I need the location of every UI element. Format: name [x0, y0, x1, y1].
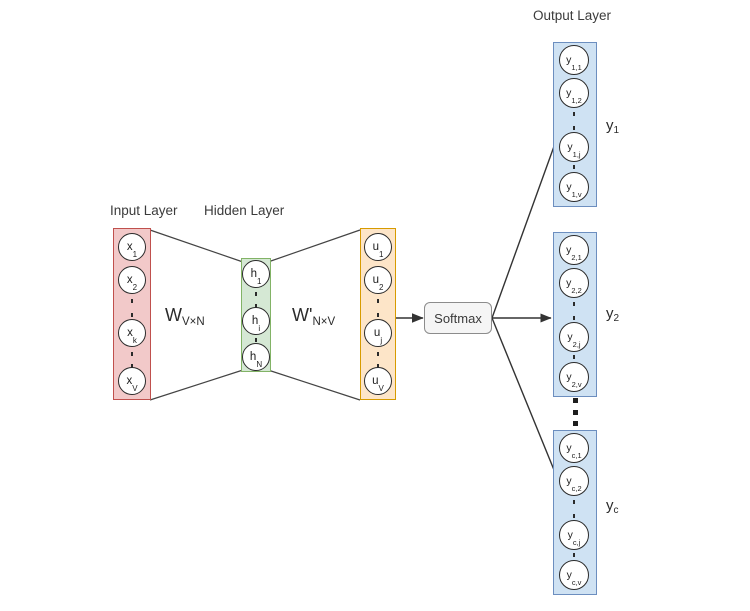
output-group-2-label: y2: [606, 305, 620, 324]
output-node-y1-v: y1,v: [559, 172, 589, 202]
output-node-yc-v: yc,v: [559, 560, 589, 590]
group-sub: 2: [613, 313, 620, 324]
weight-base: W: [165, 305, 182, 325]
node-base: x: [126, 375, 133, 388]
node-base: u: [372, 375, 379, 388]
output-node-y2-2: y2,2: [559, 268, 589, 298]
node-base: x: [127, 327, 133, 340]
context-node-uV: uV: [364, 367, 392, 395]
input-node-xV: xV: [118, 367, 146, 395]
context-node-u2: u2: [364, 266, 392, 294]
output-group-2-ellipsis-upper: [573, 302, 575, 320]
output-node-yc-1: yc,1: [559, 433, 589, 463]
node-base: u: [372, 241, 379, 254]
weight-label-w-nxv: W'N×V: [292, 305, 336, 328]
node-sub: 1: [378, 250, 384, 260]
hidden-node-hi: hi: [242, 307, 270, 335]
softmax-box[interactable]: Softmax: [424, 302, 492, 334]
node-sub: c,2: [571, 484, 582, 494]
input-ellipsis-upper: [131, 299, 133, 317]
hidden-layer-title: Hidden Layer: [204, 203, 285, 218]
node-sub: 1,1: [571, 63, 582, 73]
node-sub: 2,j: [572, 340, 581, 350]
group-sub: c: [613, 505, 619, 516]
node-base: y: [566, 244, 572, 257]
node-sub: N: [256, 360, 263, 370]
group-base: y: [606, 497, 614, 514]
output-groups-ellipsis: [572, 398, 578, 426]
context-node-uj: uj: [364, 319, 392, 347]
node-sub: 2: [378, 283, 384, 293]
node-base: y: [566, 569, 572, 582]
node-sub: k: [132, 336, 137, 346]
node-sub: 2,v: [571, 380, 582, 390]
node-base: y: [566, 277, 572, 290]
output-layer-title: Output Layer: [533, 8, 612, 23]
hidden-node-hN: hN: [242, 343, 270, 371]
node-base: y: [566, 87, 572, 100]
weight-label-w-vxn: WV×N: [165, 305, 205, 328]
hidden-node-h1: h1: [242, 260, 270, 288]
node-sub: c,1: [571, 451, 582, 461]
output-node-y1-1: y1,1: [559, 45, 589, 75]
output-node-y2-1: y2,1: [559, 235, 589, 265]
node-base: y: [567, 331, 573, 344]
node-base: y: [566, 475, 572, 488]
output-node-y1-j: y1,j: [559, 132, 589, 162]
output-group-3-ellipsis-upper: [573, 500, 575, 518]
weight-base: W': [292, 305, 313, 325]
node-sub: 1: [256, 277, 262, 287]
node-base: h: [249, 351, 257, 364]
node-base: y: [566, 181, 572, 194]
output-node-y2-v: y2,v: [559, 362, 589, 392]
output-node-y2-j: y2,j: [559, 322, 589, 352]
node-base: x: [126, 241, 133, 254]
node-base: y: [567, 141, 573, 154]
context-node-u1: u1: [364, 233, 392, 261]
input-node-x2: x2: [118, 266, 146, 294]
weight-sub: N×V: [312, 316, 336, 328]
node-sub: V: [132, 384, 138, 394]
node-base: h: [251, 315, 259, 328]
node-base: y: [566, 442, 572, 455]
node-sub: 2,1: [571, 253, 582, 263]
node-sub: 2,2: [571, 286, 582, 296]
node-sub: 1,2: [571, 96, 582, 106]
output-group-3-label: yc: [606, 497, 619, 516]
output-group-1-label: y1: [606, 117, 620, 136]
input-node-xk: xk: [118, 319, 146, 347]
node-sub: 1: [132, 250, 138, 260]
hidden-ellipsis-upper: [255, 292, 257, 308]
softmax-label: Softmax: [434, 310, 482, 326]
output-node-yc-j: yc,j: [559, 520, 589, 550]
node-base: y: [566, 54, 572, 67]
input-node-x1: x1: [118, 233, 146, 261]
output-node-y1-2: y1,2: [559, 78, 589, 108]
node-base: h: [250, 268, 257, 281]
node-sub: 1,j: [572, 150, 581, 160]
context-ellipsis-upper: [377, 299, 379, 317]
input-layer-title: Input Layer: [110, 203, 178, 218]
weight-sub: V×N: [182, 316, 205, 328]
output-group-1-ellipsis-upper: [573, 112, 575, 130]
input-ellipsis-lower: [131, 352, 133, 368]
node-base: x: [126, 274, 133, 287]
node-sub: 2: [132, 283, 138, 293]
output-node-yc-2: yc,2: [559, 466, 589, 496]
node-sub: c,j: [572, 538, 581, 548]
node-sub: V: [378, 384, 384, 394]
node-sub: i: [258, 324, 261, 334]
node-sub: c,v: [571, 578, 582, 588]
context-ellipsis-lower: [377, 352, 379, 368]
group-base: y: [606, 305, 614, 322]
group-sub: 1: [613, 125, 620, 136]
group-base: y: [606, 117, 614, 134]
node-base: u: [373, 327, 381, 340]
node-base: y: [566, 371, 572, 384]
node-base: y: [567, 529, 573, 542]
node-sub: 1,v: [571, 190, 582, 200]
node-sub: j: [380, 336, 383, 346]
node-base: u: [372, 274, 379, 287]
